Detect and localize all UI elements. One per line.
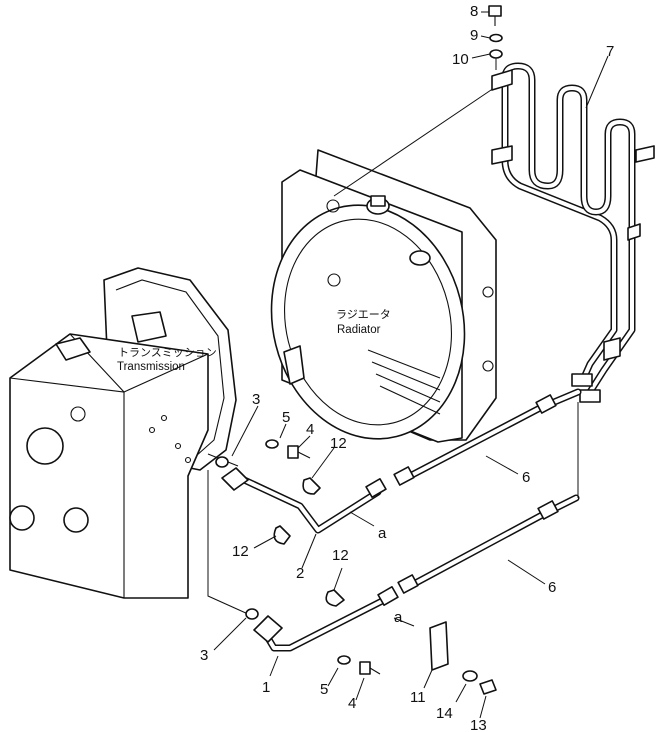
bolt-4-upper [287,445,311,459]
callout-6-lower: 6 [548,579,556,596]
callout-12-a: 12 [330,435,347,452]
washer-5-lower [337,655,351,665]
callout-12-b: 12 [232,543,249,560]
callout-4-lower: 4 [348,695,356,712]
callout-5-lower: 5 [320,681,328,698]
o-ring-3-upper [215,456,229,468]
callout-5-upper: 5 [282,409,290,426]
callout-7: 7 [606,43,614,60]
flow-marker-upper: a [378,525,387,542]
radiator: ラジエータ Radiator [270,149,497,443]
callout-11: 11 [410,689,426,706]
callout-3-upper: 3 [252,391,260,408]
radiator-label-ja: ラジエータ [336,308,391,321]
tube-2 [221,467,387,534]
bracket-11 [429,621,449,671]
bolt-8 [488,5,502,26]
nut-13 [479,679,497,695]
callout-12-c: 12 [332,547,349,564]
washer-10 [489,49,503,59]
callout-13: 13 [470,717,487,732]
clamp-12-c [325,589,345,607]
hose-6-upper [393,388,582,486]
callout-1: 1 [262,679,270,696]
bolt-4-lower [359,661,381,675]
transmission: トランスミッション Transmission [9,267,237,599]
callout-4-upper: 4 [306,421,314,438]
clamp-12-b [273,525,291,545]
clamp-12-a [302,477,321,495]
callout-8: 8 [470,3,478,20]
callout-9: 9 [470,27,478,44]
hose-6-lower [397,494,580,594]
callout-14: 14 [436,705,453,722]
transmission-label-ja: トランスミッション [118,346,217,359]
oil-cooler [491,62,655,403]
radiator-label-en: Radiator [337,324,381,336]
callout-10: 10 [452,51,469,68]
transmission-label-en: Transmission [117,361,185,373]
washer-5-upper [265,439,279,449]
callout-3-lower: 3 [200,647,208,664]
flow-marker-lower: a [394,609,403,626]
washer-14 [462,670,478,682]
o-ring-3-lower [245,608,259,620]
tube-1 [253,586,399,652]
callout-6-upper: 6 [522,469,530,486]
washer-9 [489,33,503,43]
callout-2: 2 [296,565,304,582]
